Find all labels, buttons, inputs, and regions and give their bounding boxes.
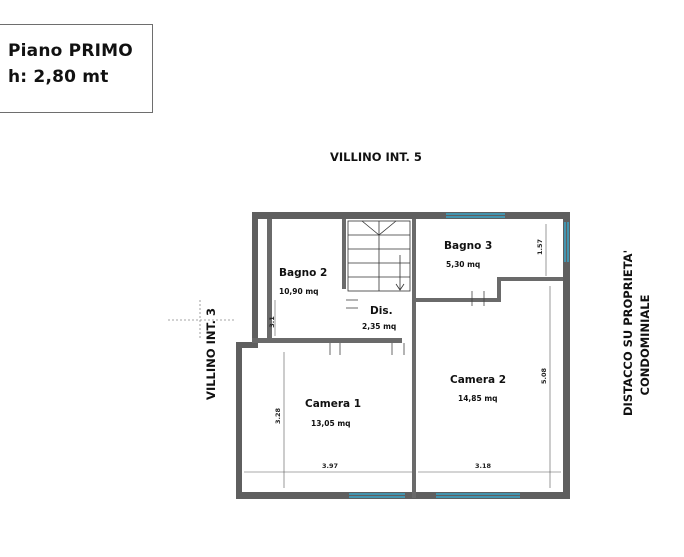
room-camera1-name: Camera 1 <box>305 398 362 410</box>
neighbour-right-label-line2: CONDOMINIALE <box>638 294 652 396</box>
room-camera1-area: 13,05 mq <box>311 419 351 428</box>
room-bagno3-name: Bagno 3 <box>444 240 493 252</box>
room-camera2-area: 14,85 mq <box>458 394 498 403</box>
inner-walls <box>252 219 563 498</box>
neighbour-left-label: VILLINO INT. 3 <box>204 308 218 400</box>
floor-name: Piano PRIMO <box>8 41 133 61</box>
room-dis-name: Dis. <box>370 305 393 317</box>
door-swings <box>329 291 485 355</box>
dim-camera1-depth: 3.28 <box>274 407 283 425</box>
room-bagno2-name: Bagno 2 <box>279 267 328 279</box>
staircase <box>347 220 411 292</box>
dimension-lines <box>244 224 561 488</box>
room-dis-area: 2,35 mq <box>362 322 397 331</box>
dim-camera2-width: 3.18 <box>475 462 492 470</box>
neighbour-right-label-line1: DISTACCO SU PROPRIETA' <box>621 249 635 416</box>
room-bagno2-area: 10,90 mq <box>279 287 319 296</box>
ceiling-height: h: 2,80 mt <box>8 67 109 87</box>
room-camera2-name: Camera 2 <box>450 374 507 386</box>
dim-camera1-width: 3.97 <box>322 462 339 470</box>
floor-legend-box: Piano PRIMO h: 2,80 mt <box>0 24 153 113</box>
section-marker <box>168 300 234 340</box>
windows <box>349 213 569 498</box>
room-bagno3-area: 5,30 mq <box>446 260 481 269</box>
outer-walls <box>236 212 570 499</box>
dim-camera2-depth: 5.08 <box>540 367 549 385</box>
neighbour-top-label: VILLINO INT. 5 <box>330 150 422 164</box>
dim-bagno3-depth: 1.57 <box>536 238 545 256</box>
dim-bagno2-depth: 3.1 <box>267 316 276 328</box>
